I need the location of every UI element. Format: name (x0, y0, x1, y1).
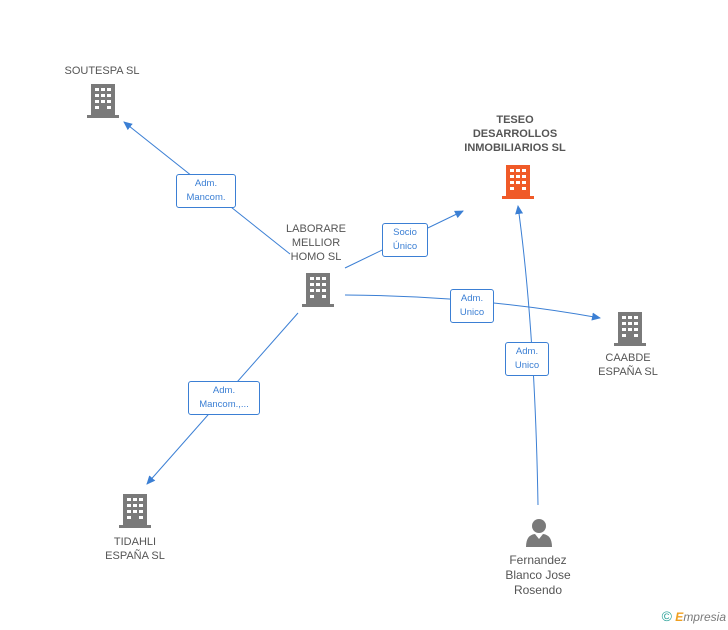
edge-label-caabde[interactable]: Adm. Unico (450, 289, 494, 323)
building-icon[interactable] (614, 312, 646, 346)
node-label-soutespa[interactable]: SOUTESPA SL (64, 65, 140, 77)
person-icon[interactable] (525, 518, 553, 548)
node-label-fernandez[interactable]: Fernandez Blanco Jose Rosendo (505, 553, 571, 597)
node-label-laborare[interactable]: LABORARE MELLIOR HOMO SL (286, 223, 346, 263)
node-label-caabde[interactable]: CAABDE ESPAÑA SL (598, 352, 658, 378)
building-icon[interactable] (119, 494, 151, 528)
edge-label-tidahli[interactable]: Adm. Mancom.,... (188, 381, 260, 415)
node-label-teseo[interactable]: TESEO DESARROLLOS INMOBILIARIOS SL (464, 114, 566, 154)
brand-name: mpresia (683, 610, 726, 624)
node-label-tidahli[interactable]: TIDAHLI ESPAÑA SL (105, 536, 165, 562)
copyright-icon: © (661, 608, 672, 624)
edge-label-soutespa[interactable]: Adm. Mancom. (176, 174, 236, 208)
brand-initial: E (675, 610, 684, 624)
footer-brand: © Empresia (662, 608, 726, 624)
edge-label-person-teseo[interactable]: Adm. Unico (505, 342, 549, 376)
building-icon[interactable] (502, 165, 534, 199)
building-icon[interactable] (302, 273, 334, 307)
building-icon[interactable] (87, 84, 119, 118)
edge-label-teseo[interactable]: Socio Único (382, 223, 428, 257)
